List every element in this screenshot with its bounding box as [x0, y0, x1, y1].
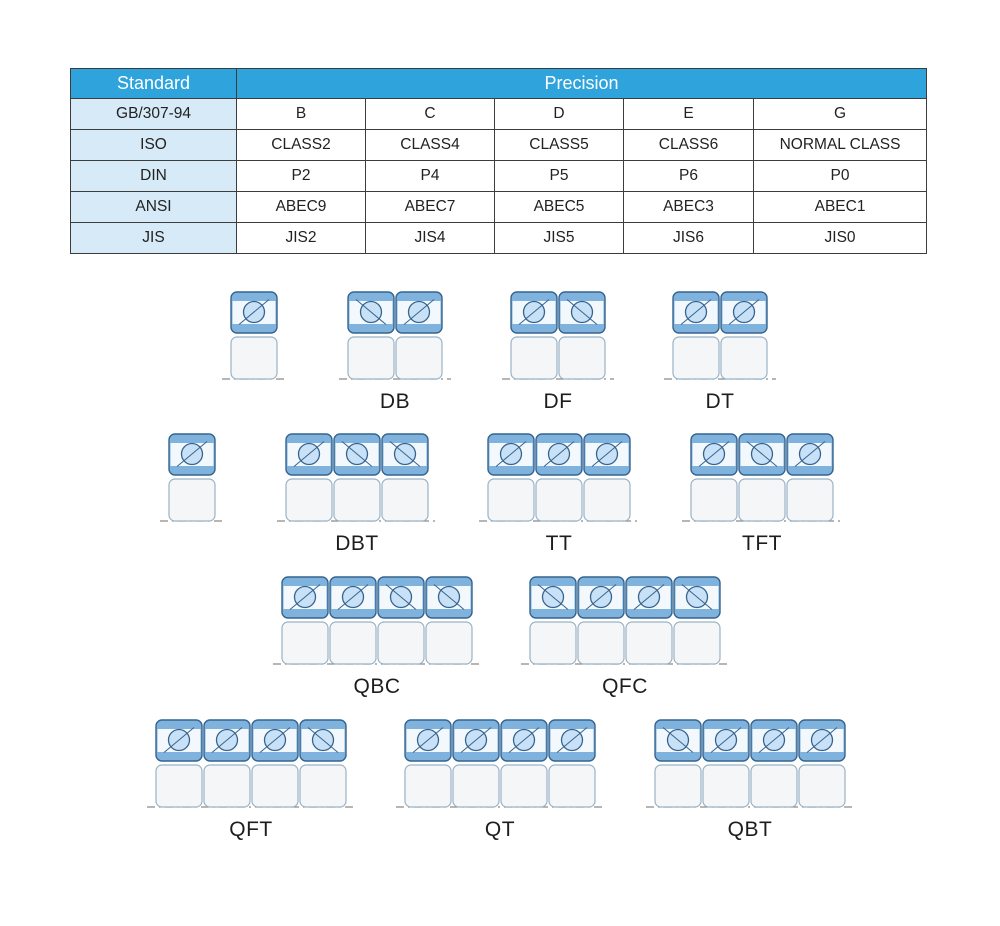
- bearing-diagram-db: DB: [339, 291, 451, 414]
- bearing-diagram-df: DF: [502, 291, 614, 414]
- bearing-diagram-tft: TFT: [682, 433, 842, 556]
- bearing-diagram-qt: QT: [396, 719, 604, 842]
- precision-cell: ABEC9: [236, 191, 366, 223]
- precision-cell: P6: [623, 160, 754, 192]
- precision-cell: NORMAL CLASS: [752, 129, 928, 161]
- precision-cell: ABEC5: [494, 191, 624, 223]
- precision-cell: P4: [365, 160, 495, 192]
- precision-cell: JIS4: [365, 222, 495, 254]
- bearing-diagram-single-1: [222, 291, 286, 390]
- precision-cell: ABEC7: [365, 191, 495, 223]
- bearing-arrangement-label: QBC: [353, 675, 401, 698]
- bearing-units-drawing: [339, 291, 451, 380]
- precision-cell: P2: [236, 160, 366, 192]
- bearing-units-drawing: [160, 433, 224, 522]
- bearing-arrangement-label: DBT: [335, 532, 379, 555]
- standard-cell: GB/307-94: [70, 98, 237, 130]
- table-header-row: Standard Precision: [70, 68, 928, 99]
- precision-cell: G: [752, 98, 928, 130]
- bearing-arrangement-label: QBT: [727, 818, 773, 841]
- bearing-arrangement-label: TT: [545, 532, 573, 555]
- bearing-diagram-qbt: QBT: [646, 719, 854, 842]
- precision-cell: B: [236, 98, 366, 130]
- precision-cell: E: [623, 98, 754, 130]
- bearing-units-drawing: [273, 576, 481, 665]
- precision-cell: JIS2: [236, 222, 366, 254]
- bearing-arrangement-label: QFC: [602, 675, 648, 698]
- standard-cell: ISO: [70, 129, 237, 161]
- bearing-units-drawing: [222, 291, 286, 380]
- standard-cell: DIN: [70, 160, 237, 192]
- bearing-arrangement-label: TFT: [742, 532, 782, 555]
- precision-cell: D: [494, 98, 624, 130]
- bearing-arrangement-label: QT: [484, 818, 516, 841]
- precision-cell: JIS6: [623, 222, 754, 254]
- standard-cell: JIS: [70, 222, 237, 254]
- bearing-diagram-qfc: QFC: [521, 576, 729, 699]
- bearing-arrangement-label: DF: [543, 390, 573, 413]
- bearing-units-drawing: [521, 576, 729, 665]
- bearing-units-drawing: [479, 433, 639, 522]
- precision-cell: JIS0: [752, 222, 928, 254]
- bearing-units-drawing: [682, 433, 842, 522]
- precision-cell: CLASS6: [623, 129, 754, 161]
- bearing-units-drawing: [646, 719, 854, 808]
- bearing-diagram-qft: QFT: [147, 719, 355, 842]
- bearing-units-drawing: [396, 719, 604, 808]
- precision-cell: JIS5: [494, 222, 624, 254]
- bearing-arrangement-label: DB: [379, 390, 411, 413]
- precision-cell: C: [365, 98, 495, 130]
- precision-cell: ABEC1: [752, 191, 928, 223]
- bearing-units-drawing: [147, 719, 355, 808]
- standard-header: Standard: [70, 68, 237, 99]
- bearing-diagram-single-2: [160, 433, 224, 532]
- bearing-units-drawing: [277, 433, 437, 522]
- precision-header: Precision: [235, 68, 928, 99]
- bearing-units-drawing: [502, 291, 614, 380]
- precision-cell: ABEC3: [623, 191, 754, 223]
- bearing-arrangement-label: DT: [705, 390, 735, 413]
- standard-cell: ANSI: [70, 191, 237, 223]
- precision-cell: P0: [752, 160, 928, 192]
- precision-cell: CLASS2: [236, 129, 366, 161]
- precision-cell: CLASS5: [494, 129, 624, 161]
- bearing-diagram-dt: DT: [664, 291, 776, 414]
- bearing-diagram-dbt: DBT: [277, 433, 437, 556]
- precision-cell: P5: [494, 160, 624, 192]
- precision-cell: CLASS4: [365, 129, 495, 161]
- bearing-diagram-tt: TT: [479, 433, 639, 556]
- bearing-arrangement-label: QFT: [229, 818, 273, 841]
- bearing-diagram-qbc: QBC: [273, 576, 481, 699]
- bearing-units-drawing: [664, 291, 776, 380]
